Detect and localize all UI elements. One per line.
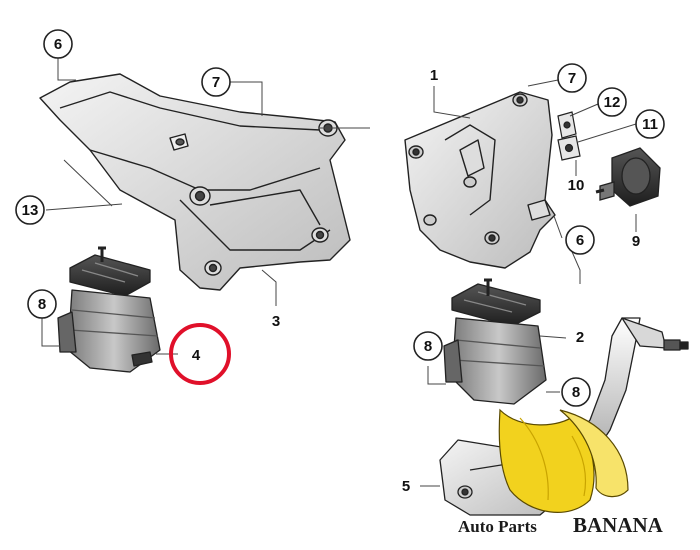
callout-7-left-label: 7: [212, 74, 220, 91]
callout-8-left[interactable]: 8: [27, 289, 57, 319]
callout-6-top[interactable]: 6: [43, 29, 73, 59]
callout-11[interactable]: 11: [635, 109, 665, 139]
plate-part-12: [557, 111, 577, 139]
banana-icon: [498, 408, 629, 513]
engine-mount-part-2: [443, 278, 547, 405]
callout-8-left-label: 8: [38, 296, 46, 313]
logo-text-left: Auto Parts: [458, 517, 537, 536]
bushing-part-9: [595, 147, 661, 207]
callout-5-label: 5: [402, 478, 410, 495]
callout-12-label: 12: [604, 94, 621, 111]
callout-3[interactable]: 3: [272, 313, 280, 330]
auto-parts-banana-logo: Auto Parts BANANA: [458, 408, 664, 537]
callout-7-right[interactable]: 7: [557, 63, 587, 93]
callout-4-label: 4: [192, 347, 201, 364]
callout-13-label: 13: [22, 202, 39, 219]
callout-6-top-label: 6: [54, 36, 62, 53]
callout-2[interactable]: 2: [576, 329, 584, 346]
callout-4[interactable]: 4: [169, 323, 231, 385]
callout-5[interactable]: 5: [402, 478, 410, 495]
callout-8-right-label: 8: [424, 338, 432, 355]
callout-10-label: 10: [568, 177, 585, 194]
callout-12[interactable]: 12: [597, 87, 627, 117]
callout-1-label: 1: [430, 67, 438, 84]
callout-9[interactable]: 9: [632, 233, 640, 250]
engine-bracket-part-3: [39, 73, 351, 291]
callout-8-bottom[interactable]: 8: [561, 377, 591, 407]
callout-7-left[interactable]: 7: [201, 67, 231, 97]
callout-6-right-label: 6: [576, 232, 584, 249]
washer-part-10: [557, 135, 581, 161]
callout-8-bottom-label: 8: [572, 384, 580, 401]
callout-3-label: 3: [272, 313, 280, 330]
callout-6-right[interactable]: 6: [565, 225, 595, 255]
callout-10[interactable]: 10: [568, 177, 585, 194]
callout-11-label: 11: [642, 116, 658, 133]
engine-mount-part-4: [57, 246, 161, 373]
callouts: 6 7 13 8 4 3 1 7 12: [15, 29, 665, 495]
highlight-ring: [169, 323, 231, 385]
mount-bracket-part-1: [404, 91, 556, 269]
callout-1[interactable]: 1: [430, 67, 438, 84]
callout-2-label: 2: [576, 329, 584, 346]
logo-text-right: BANANA: [573, 513, 664, 537]
callout-13[interactable]: 13: [15, 195, 45, 225]
callout-9-label: 9: [632, 233, 640, 250]
callout-7-right-label: 7: [568, 70, 576, 87]
callout-8-right[interactable]: 8: [413, 331, 443, 361]
